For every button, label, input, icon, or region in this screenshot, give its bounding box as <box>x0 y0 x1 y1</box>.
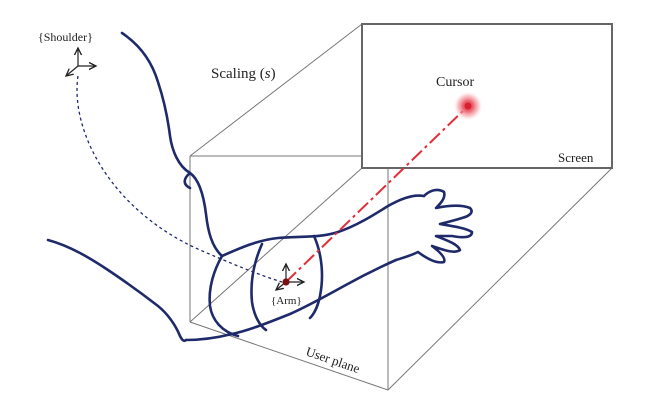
forearm-bottom <box>184 258 398 342</box>
screen-rectangle <box>361 23 613 169</box>
frustum-top-left-edge <box>189 23 363 157</box>
scaling-label-suffix: ) <box>271 66 276 82</box>
user-plane-bottom-edge <box>189 321 389 391</box>
frustum-bottom-left-edge <box>189 167 363 323</box>
back-contour <box>120 31 224 258</box>
arm-frame-label: {Arm} <box>271 295 302 307</box>
axes-icon <box>66 48 96 76</box>
shoulder-bump <box>183 171 192 190</box>
elbow-contour <box>208 254 240 338</box>
arm-outline <box>46 31 474 343</box>
screen-label: Screen <box>558 150 594 165</box>
arm-band-left <box>250 242 268 332</box>
upper-arm-top <box>220 194 426 258</box>
torso-contour <box>46 238 188 343</box>
scaling-label-prefix: Scaling ( <box>211 66 265 82</box>
frustum-bottom-right-edge <box>387 167 613 391</box>
arm-band-right <box>308 234 324 320</box>
pointing-ray <box>285 107 467 283</box>
shoulder-axis-diag <box>66 65 79 76</box>
scaling-label: Scaling (s) <box>211 66 276 82</box>
cursor-label: Cursor <box>436 75 474 90</box>
shoulder-frame-label: {Shoulder} <box>38 30 93 44</box>
shoulder-to-arm-arc <box>76 75 283 283</box>
hand <box>394 188 474 264</box>
arm-origin-dot <box>282 278 290 286</box>
scaling-label-var: s <box>265 66 271 82</box>
cursor-dot <box>464 102 472 110</box>
